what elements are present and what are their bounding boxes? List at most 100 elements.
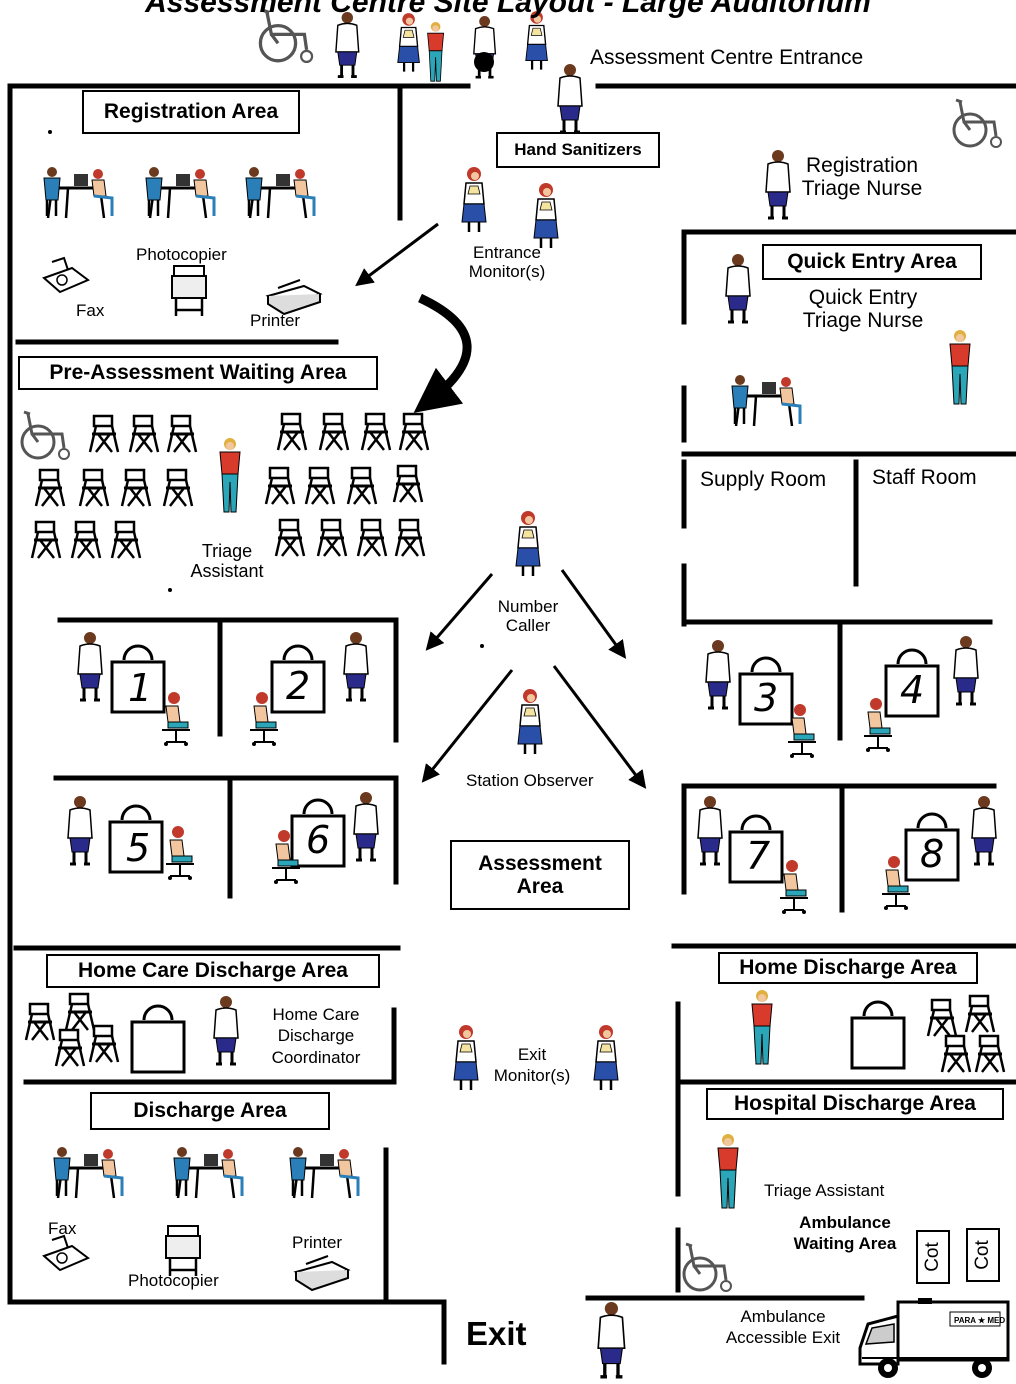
wheelchair-icon [952,98,1003,149]
person-icon [396,11,421,73]
entrance-queue [258,8,549,82]
discharge-box [130,1004,186,1074]
desk-workstation-icon [288,1145,360,1200]
person-icon [949,329,971,405]
registration-area-title: Registration Area [82,90,300,134]
arrow-icon [421,669,514,783]
station-number: 3 [754,676,779,720]
desk-workstation-icon [144,165,216,220]
photocopier-label: Photocopier [128,1271,219,1290]
discharge-chairs [24,992,120,1068]
greeter-icon [556,62,584,134]
desk-workstation-icon [52,1145,124,1200]
svg-text:PARA ★ MED: PARA ★ MED [954,1316,1005,1325]
exit-label: Exit [466,1315,527,1352]
person-icon [66,794,94,866]
quick-entry-area-title: Quick Entry Area [762,244,982,280]
greeter-icon [596,1300,627,1379]
person-icon [452,1023,480,1092]
photocopier-icon [170,264,208,318]
printer-icon [295,1255,349,1291]
person-icon [334,10,361,79]
wheelchair-icon [682,1242,733,1293]
person-icon [704,638,732,710]
photocopier-icon [164,1224,202,1278]
fax-label: Fax [48,1219,77,1238]
person-icon [516,687,544,756]
person-icon [717,1133,739,1209]
photocopier-label: Photocopier [136,245,227,264]
station-number: 4 [900,668,925,712]
waiting-chairs-left [30,414,198,560]
hand-sanitizers-label: Hand Sanitizers [496,132,660,168]
station-number: 5 [126,826,151,870]
printer-label: Printer [250,311,301,330]
hospital-discharge-area-title: Hospital Discharge Area [706,1088,1004,1120]
person-icon [352,790,380,862]
staff-room-label: Staff Room [872,466,977,489]
person-icon [342,630,370,702]
arrow-icon [560,569,627,659]
person-icon [427,21,445,82]
station-observer-label: Station Observer [466,771,594,790]
home-care-discharge-area-title: Home Care Discharge Area [46,954,380,988]
pre-assessment-area-title: Pre-Assessment Waiting Area [18,356,378,390]
discharge-area-title: Discharge Area [90,1092,330,1130]
person-icon [952,634,980,706]
supply-room-label: Supply Room [700,468,827,491]
person-icon [212,994,240,1066]
balloon-icon [474,52,494,72]
station-number: 8 [920,832,945,876]
person-icon [779,859,809,915]
fax-label: Fax [76,301,105,320]
page-title: Assessment Centre Site Layout - Large Au… [145,0,871,19]
person-icon [514,509,542,578]
triage-assistant-bottom-label: Triage Assistant [764,1181,885,1200]
person-icon [696,794,724,866]
person-icon [76,630,104,702]
station-number: 2 [286,664,311,708]
person-icon [970,794,998,866]
person-icon [161,691,191,747]
person-icon [460,165,488,234]
person-icon [724,252,752,324]
arrow-icon [413,293,472,413]
wheelchair-icon [20,410,71,461]
person-icon [751,989,773,1065]
discharge-chairs [926,994,1006,1074]
station-number: 6 [306,818,331,862]
fax-icon [43,1235,89,1271]
arrow-icon [425,573,494,651]
station-number: 7 [746,834,771,878]
fax-icon [43,257,89,293]
person-icon [219,437,241,513]
cot-1: Cot [916,1230,950,1284]
person-icon [592,1023,620,1092]
person-icon [764,148,792,220]
desk-workstation-icon [730,373,802,428]
waiting-chairs-right [264,412,430,558]
home-discharge-area-title: Home Discharge Area [718,952,978,984]
person-icon [165,825,195,881]
ambulance-icon: PARA ★ MED [858,1298,1010,1378]
station-number: 1 [128,666,153,710]
flow-arrows [355,222,647,789]
walls [7,83,1016,1365]
desk-workstation-icon [244,165,316,220]
desk-workstation-icon [172,1145,244,1200]
person-icon [532,181,560,250]
arrow-icon [552,665,647,789]
arrow-icon [355,222,439,287]
printer-icon [267,279,321,315]
printer-label: Printer [292,1233,343,1252]
